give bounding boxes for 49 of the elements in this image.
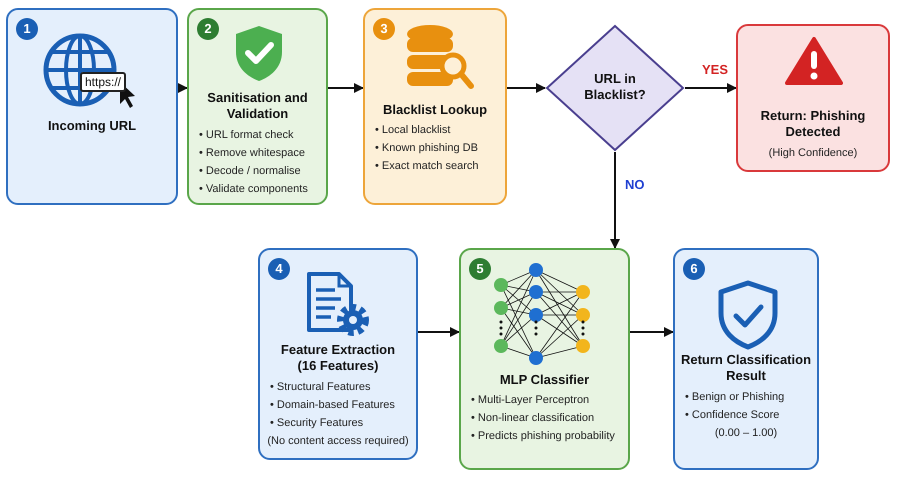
list-item: • Known phishing DB: [375, 142, 479, 154]
arrow: [418, 327, 460, 337]
note-text: (High Confidence): [768, 146, 858, 158]
process-box: [673, 248, 819, 470]
step-badge: 1: [16, 18, 38, 40]
list-item: • Benign or Phishing: [685, 390, 786, 403]
arrow: [328, 83, 364, 93]
step-badge: 5: [469, 258, 491, 280]
process-box: [6, 8, 178, 205]
process-box: [187, 8, 328, 205]
process-box: [258, 248, 418, 460]
box-title: Blacklist Lookup: [382, 102, 488, 118]
step-badge: 2: [197, 18, 219, 40]
process-box: [736, 24, 890, 172]
arrow: [630, 327, 674, 337]
box-title: Return: Phishing Detected: [760, 108, 866, 140]
box-title: Sanitisation and Validation: [206, 90, 309, 122]
step-badge: 6: [683, 258, 705, 280]
list-item: • Remove whitespace: [199, 146, 306, 159]
step-badge: 4: [268, 258, 290, 280]
list-item: • Exact match search: [375, 160, 480, 173]
box-title: MLP Classifier: [498, 372, 590, 388]
note-text: (0.00 – 1.00): [714, 426, 778, 439]
process-box: [363, 8, 507, 205]
decision-text: URL in Blacklist?: [583, 71, 647, 104]
note-text: (No content access required): [266, 434, 410, 447]
list-item: • Structural Features: [270, 380, 372, 393]
arrow: [178, 83, 188, 93]
step-badge: 3: [373, 18, 395, 40]
edge-label: YES: [700, 62, 730, 77]
list-item: • Validate components: [199, 182, 309, 195]
box-title: Incoming URL: [46, 118, 138, 134]
list-item: • Non-linear classification: [471, 412, 596, 424]
list-item: • Decode / normalise: [199, 164, 302, 177]
arrow: [610, 152, 620, 249]
arrow: [507, 83, 546, 93]
url-label: https://: [80, 72, 126, 92]
box-title: Return Classification Result: [680, 352, 812, 384]
list-item: • Domain-based Features: [270, 398, 396, 411]
edge-label: NO: [623, 177, 646, 192]
box-title: Feature Extraction (16 Features): [280, 342, 396, 374]
arrow: [685, 83, 737, 93]
list-item: • Local blacklist: [375, 124, 452, 136]
list-item: • Predicts phishing probability: [471, 430, 616, 443]
list-item: • Security Features: [270, 416, 364, 429]
list-item: • Confidence Score: [685, 408, 780, 421]
process-box: [459, 248, 630, 470]
list-item: • Multi-Layer Perceptron: [471, 394, 590, 406]
list-item: • URL format check: [199, 128, 295, 141]
